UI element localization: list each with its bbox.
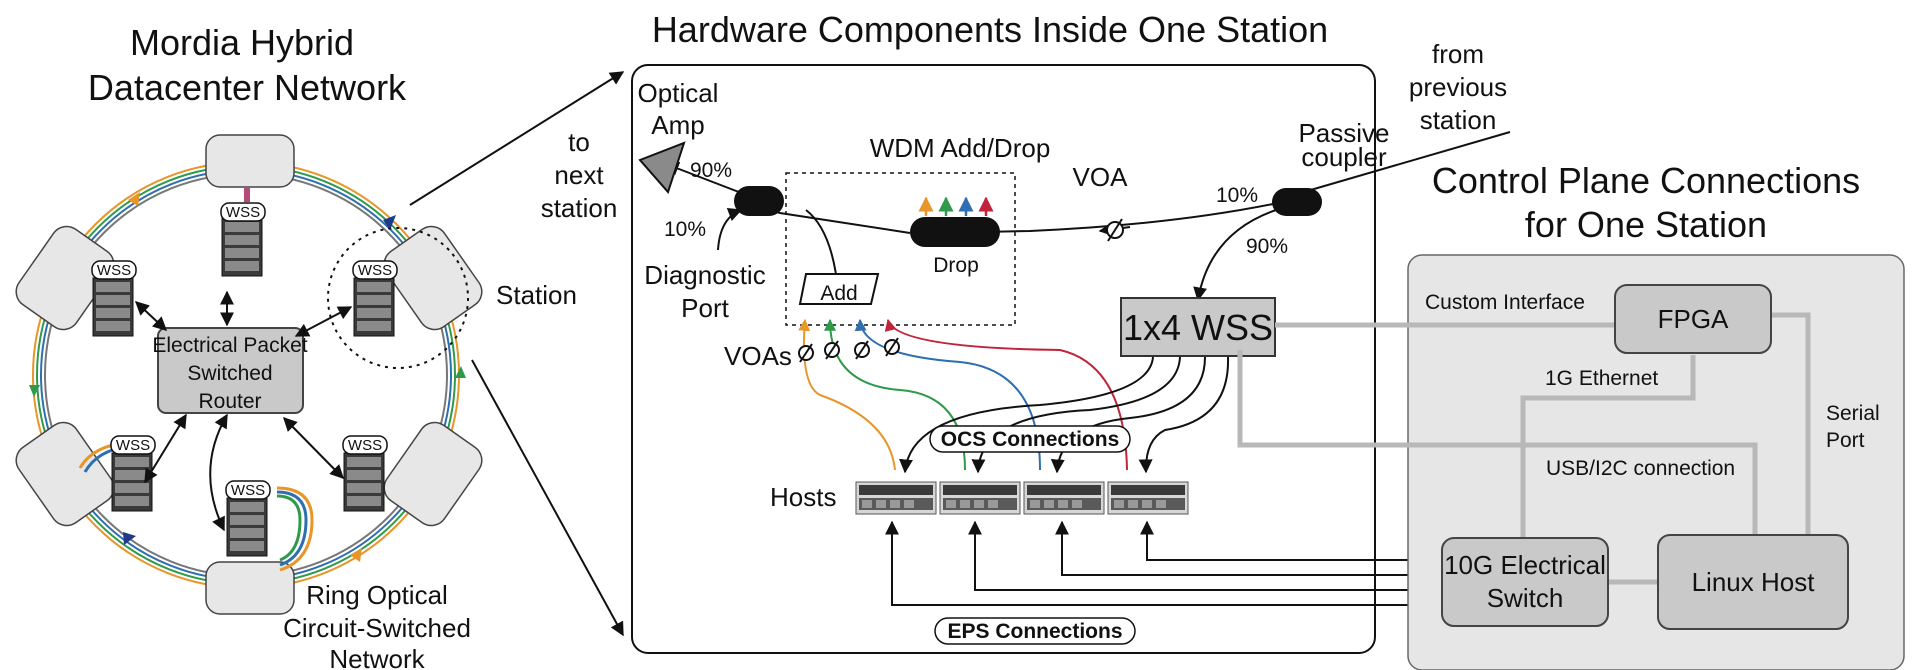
switch-line2: Switch	[1487, 583, 1564, 613]
optical-amp-line2: Amp	[651, 110, 704, 140]
station-label: Station	[496, 280, 577, 310]
to-next-line1: to	[568, 127, 590, 157]
ring-label-line3: Network	[329, 644, 425, 670]
usb-label: USB/I2C connection	[1546, 457, 1735, 480]
ring-label-line2: Circuit-Switched	[283, 613, 471, 643]
server-upper-right: WSS	[352, 260, 398, 337]
middle-title: Hardware Components Inside One Station	[652, 9, 1328, 50]
pct-10-coupler: 10%	[1216, 184, 1258, 207]
router-line2: Switched	[187, 362, 272, 385]
fpga-box	[1614, 284, 1772, 354]
wss-label-bottom: WSS	[231, 482, 265, 499]
server-bottom: WSS	[225, 480, 271, 557]
to-next-line3: station	[541, 193, 618, 223]
station-highlight	[327, 227, 469, 369]
pct-10-amp: 10%	[664, 218, 706, 241]
wdm-box	[785, 172, 1016, 326]
to-next-line2: next	[554, 160, 604, 190]
host-4	[1107, 481, 1189, 515]
from-prev-line1: from	[1432, 39, 1484, 69]
drop-filter	[910, 217, 1000, 247]
linux-host-label: Linux Host	[1692, 567, 1816, 597]
custom-interface-label: Custom Interface	[1425, 291, 1585, 314]
switch-line1: 10G Electrical	[1444, 550, 1606, 580]
server-lower-right: WSS	[342, 435, 388, 512]
server-top: WSS	[220, 202, 266, 277]
optical-amp-icon	[638, 141, 686, 194]
station-hardware-panel: Hardware Components Inside One Station O…	[541, 9, 1511, 654]
host-3	[1023, 481, 1105, 515]
ethernet-label: 1G Ethernet	[1545, 367, 1658, 390]
voa-label: VOA	[1073, 162, 1129, 192]
diagnostic-line1: Diagnostic	[644, 260, 765, 290]
linux-host-box	[1657, 534, 1849, 630]
eps-label: EPS Connections	[947, 620, 1122, 643]
right-title-line1: Control Plane Connections	[1432, 160, 1860, 201]
electrical-switch-box	[1441, 537, 1609, 627]
wss-label-top: WSS	[226, 204, 260, 221]
ring-node-upper-right	[383, 225, 483, 331]
serial-line1: Serial	[1826, 402, 1880, 425]
ocs-pill	[929, 425, 1131, 453]
from-prev-line2: previous	[1409, 72, 1507, 102]
control-plane-panel: Control Plane Connections for One Statio…	[1237, 160, 1905, 670]
station-box	[631, 64, 1376, 654]
wss-label-upper-right: WSS	[358, 262, 392, 279]
pct-90-coupler: 90%	[1246, 235, 1288, 258]
server-upper-left: WSS	[91, 260, 137, 337]
ring-node-top	[205, 134, 295, 188]
right-title-line2: for One Station	[1525, 204, 1767, 245]
left-title-line1: Mordia Hybrid	[130, 22, 354, 63]
passive-coupler-line1: Passive	[1298, 118, 1389, 148]
wss-label-lower-right: WSS	[348, 437, 382, 454]
drop-label: Drop	[933, 254, 979, 277]
pct-90-amp: 90%	[690, 159, 732, 182]
add-label: Add	[820, 282, 857, 305]
ocs-label: OCS Connections	[941, 428, 1120, 451]
amp-splitter	[734, 186, 784, 216]
serial-line2: Port	[1826, 429, 1865, 452]
router-line3: Router	[198, 390, 261, 413]
diagnostic-line2: Port	[681, 293, 729, 323]
passive-coupler-icon	[1272, 188, 1322, 216]
voa-icon	[1106, 218, 1124, 242]
ring-label-line1: Ring Optical	[306, 580, 448, 610]
server-lower-left: WSS	[110, 435, 156, 512]
voa-array-icons	[798, 337, 900, 363]
hosts-label: Hosts	[770, 482, 836, 512]
ring-node-lower-left	[15, 421, 115, 527]
wss-label-upper-left: WSS	[97, 262, 131, 279]
wss-label: 1x4 WSS	[1123, 307, 1273, 348]
passive-coupler-line2: coupler	[1301, 142, 1387, 172]
eps-router	[157, 327, 304, 414]
from-prev-line3: station	[1420, 105, 1497, 135]
host-2	[939, 481, 1021, 515]
fpga-label: FPGA	[1658, 304, 1729, 334]
ring-node-bottom	[205, 561, 295, 615]
left-panel: Mordia Hybrid Datacenter Network	[15, 22, 625, 670]
wdm-label: WDM Add/Drop	[870, 133, 1051, 163]
router-line1: Electrical Packet	[152, 334, 307, 357]
eps-pill	[934, 617, 1136, 645]
voas-label: VOAs	[724, 341, 792, 371]
add-mux	[798, 273, 880, 305]
optical-amp-line1: Optical	[638, 78, 719, 108]
left-title-line2: Datacenter Network	[88, 67, 407, 108]
ring-node-lower-right	[383, 421, 483, 527]
wss-label-lower-left: WSS	[116, 437, 150, 454]
host-1	[855, 481, 937, 515]
